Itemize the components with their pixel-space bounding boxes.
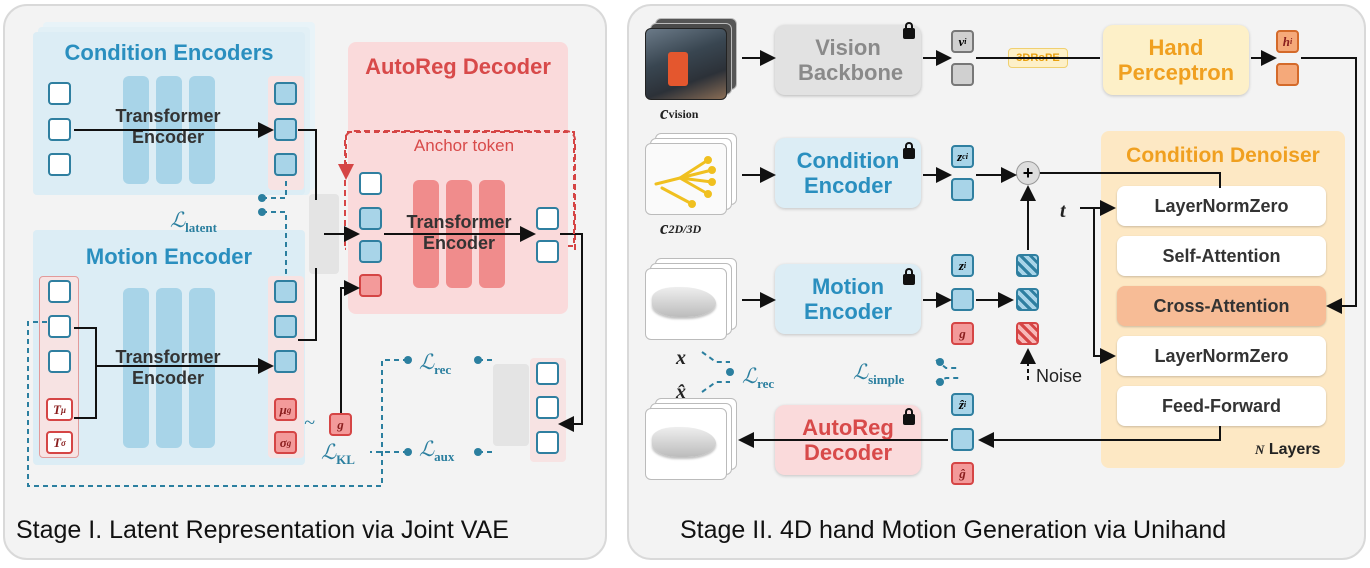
rope-badge: 3DRoPE <box>1008 48 1068 68</box>
x-label: x <box>676 347 686 369</box>
rec-loss-label: ℒrec <box>419 350 452 378</box>
x-hat-label: x̂ <box>676 381 686 403</box>
stage1-title: Stage I. Latent Representation via Joint… <box>16 516 509 544</box>
hand-mesh-icon <box>652 427 716 457</box>
lock-icon <box>903 414 915 425</box>
condition-denoiser-label: Condition Denoiser <box>1126 144 1320 167</box>
transformer-encoder-label: Transformer Encoder <box>115 106 221 147</box>
motion-output-token <box>274 280 297 303</box>
vision-backbone-box: Vision Backbone <box>775 25 921 95</box>
layer-norm-zero-2: LayerNormZero <box>1117 336 1326 376</box>
switch-box <box>309 194 339 274</box>
decoder-transformer-label: Transformer Encoder <box>406 212 512 253</box>
simple-loss-label: ℒsimple <box>853 360 905 388</box>
decoder-input-token <box>359 240 382 263</box>
condition-encoder-box: Condition Encoder <box>775 138 921 208</box>
layer-norm-zero-1: LayerNormZero <box>1117 186 1326 226</box>
h-token <box>1276 63 1299 86</box>
condition-input-token <box>48 118 71 141</box>
condition-output-token <box>274 82 297 105</box>
motion-output-token <box>274 350 297 373</box>
hand-perceptron-box: Hand Perceptron <box>1103 25 1249 95</box>
self-attention: Self-Attention <box>1117 236 1326 276</box>
motion-encoder-box: Motion Encoder <box>775 264 921 334</box>
output-switch-box <box>493 364 529 446</box>
v-token <box>951 63 974 86</box>
z-token <box>951 288 974 311</box>
n-layers-label: N Layers <box>1255 441 1321 458</box>
decoder-input-token <box>359 207 382 230</box>
stage2-title: Stage II. 4D hand Motion Generation via … <box>680 516 1227 544</box>
kl-loss-label: ℒKL <box>321 440 355 468</box>
lock-icon <box>903 274 915 285</box>
tilde-symbol: ~ <box>304 412 315 434</box>
motion-encoder-label: Motion Encoder <box>85 244 253 269</box>
noised-token <box>1016 288 1039 311</box>
autoreg-decoder-label: AutoReg Decoder <box>365 54 551 79</box>
rec-loss-label: ℒrec <box>742 364 775 392</box>
cross-attention: Cross-Attention <box>1117 286 1326 326</box>
condition-input-token <box>48 82 71 105</box>
decoder-input-token <box>359 274 382 297</box>
noised-g-token <box>1016 322 1039 345</box>
z-hat-token-2 <box>951 428 974 451</box>
vision-frame-drill <box>668 52 688 86</box>
transformer-encoder-label: Transformer Encoder <box>115 347 221 388</box>
lock-shackle <box>905 408 913 416</box>
lock-icon <box>903 148 915 159</box>
lock-shackle <box>905 142 913 150</box>
motion-input-token <box>48 350 71 373</box>
g-hat-token: ĝ <box>951 462 974 485</box>
decoder-output-token <box>536 207 559 230</box>
reconstruction-token <box>536 431 559 454</box>
plus-node: + <box>1016 161 1040 185</box>
lock-icon <box>903 28 915 39</box>
hand-mesh-icon <box>652 287 716 317</box>
condition-output-token <box>274 153 297 176</box>
latent-loss-label: ℒlatent <box>170 208 217 236</box>
feed-forward: Feed-Forward <box>1117 386 1326 426</box>
condition-encoders-label: Condition Encoders <box>64 40 274 65</box>
noised-token <box>1016 254 1039 277</box>
noise-label: Noise <box>1036 366 1083 386</box>
z-c-token-2 <box>951 178 974 201</box>
decoder-input-token <box>359 172 382 195</box>
lock-shackle <box>905 268 913 276</box>
motion-output-token <box>274 315 297 338</box>
aux-loss-label: ℒaux <box>419 437 455 465</box>
condition-input-token <box>48 153 71 176</box>
anchor-token-label: Anchor token <box>413 136 515 155</box>
t-label: t <box>1060 200 1066 222</box>
reconstruction-token <box>536 362 559 385</box>
hand-keypoints-icon <box>654 156 716 208</box>
autoreg-decoder-box: AutoReg Decoder <box>775 405 921 475</box>
decoder-output-token <box>536 240 559 263</box>
lock-shackle <box>905 22 913 30</box>
g-token: g <box>951 322 974 345</box>
condition-output-token <box>274 118 297 141</box>
motion-input-token <box>48 315 71 338</box>
motion-input-token <box>48 280 71 303</box>
g-token: g <box>329 413 352 436</box>
reconstruction-token <box>536 396 559 419</box>
